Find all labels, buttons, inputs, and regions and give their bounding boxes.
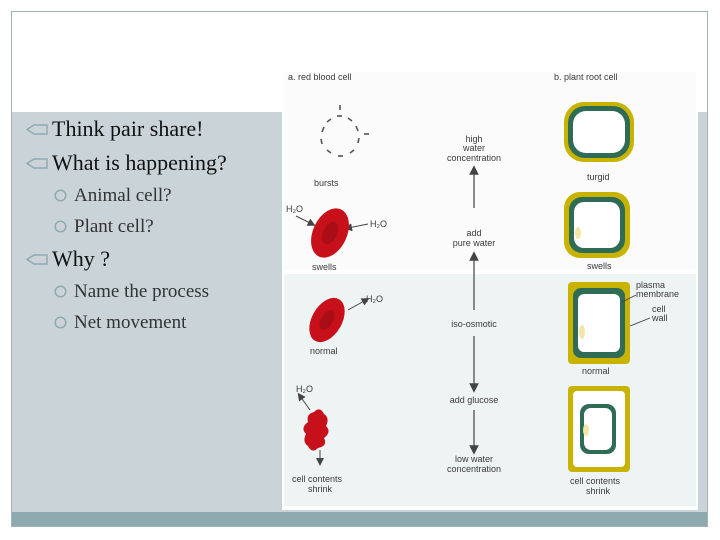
swells-plant-label: swells <box>587 261 612 271</box>
rbc-swollen-center <box>321 221 339 245</box>
plant-vacuole-shrink <box>584 408 612 450</box>
high-label-3: concentration <box>447 153 501 163</box>
iso-label: iso-osmotic <box>451 319 497 329</box>
bullet-item: Why ? <box>22 242 282 276</box>
add-pure-label-1: add <box>466 228 481 238</box>
cellwall-label-1: cell <box>652 304 666 314</box>
swells-rbc-label: swells <box>312 262 337 272</box>
sub-bullet-marker-icon <box>54 220 67 233</box>
plant-vacuole-normal <box>578 294 620 352</box>
shrink-plant-label-2: shrink <box>586 486 611 496</box>
sub-bullet-marker-icon <box>54 189 67 202</box>
shrink-rbc-label-1: cell contents <box>292 474 343 484</box>
h2o-arrow-in-2 <box>344 223 369 232</box>
plant-vacuole-swells <box>574 202 620 248</box>
h2o-label-3: H₂O <box>366 294 383 304</box>
bullet-text: Think pair share! <box>52 116 204 141</box>
h2o-arrow-out-1 <box>347 298 370 311</box>
bursts-label: bursts <box>314 178 339 188</box>
add-glucose-label: add glucose <box>450 395 499 405</box>
bullet-text: What is happening? <box>52 150 227 175</box>
add-pure-label-2: pure water <box>453 238 496 248</box>
sub-bullet-text: Animal cell? <box>74 185 172 206</box>
sub-bullet-item: Plant cell? <box>22 211 282 242</box>
slide-frame <box>11 11 708 527</box>
sub-bullet-item: Name the process <box>22 276 282 307</box>
turgid-label: turgid <box>587 172 610 182</box>
h2o-arrow-out-2 <box>297 392 311 411</box>
shrink-plant-label-1: cell contents <box>570 476 621 486</box>
cellwall-label-2: wall <box>651 313 668 323</box>
rbc-normal-center <box>319 310 335 330</box>
plant-vacuole-turgid <box>573 111 625 153</box>
shrink-rbc-label-2: shrink <box>308 484 333 494</box>
h2o-label-4: H₂O <box>296 384 313 394</box>
high-label-2: water <box>462 143 485 153</box>
high-label-1: high <box>465 134 482 144</box>
h2o-label-1: H₂O <box>286 204 303 214</box>
bullet-marker-icon <box>26 254 48 265</box>
sub-bullet-item: Net movement <box>22 307 282 338</box>
sub-bullet-marker-icon <box>54 316 67 329</box>
plasma-label-1: plasma <box>636 280 665 290</box>
normal-rbc-label: normal <box>310 346 338 356</box>
rbc-shrunken <box>303 409 329 451</box>
plant-nucleus-shrink <box>583 424 589 436</box>
sub-bullet-text: Net movement <box>74 312 187 333</box>
bullet-list: Think pair share! What is happening? Ani… <box>22 112 282 338</box>
sub-bullet-marker-icon <box>54 285 67 298</box>
cellwall-pointer <box>629 317 651 327</box>
low-label-2: concentration <box>447 464 501 474</box>
plasma-label-2: membrane <box>636 289 679 299</box>
sub-bullet-item: Animal cell? <box>22 180 282 211</box>
sub-bullet-text: Name the process <box>74 281 210 302</box>
osmosis-figure: a. red blood cell b. plant root cell hig… <box>282 70 698 510</box>
bullet-item: What is happening? <box>22 146 282 180</box>
plasma-pointer <box>621 294 637 303</box>
h2o-arrow-in-1 <box>295 215 316 226</box>
bullet-text: Why ? <box>52 246 111 271</box>
sub-bullet-text: Plant cell? <box>74 216 154 237</box>
plant-nucleus-normal <box>579 325 585 339</box>
plant-nucleus-swells <box>575 227 581 239</box>
bullet-marker-icon <box>26 158 48 169</box>
h2o-label-2: H₂O <box>370 219 387 229</box>
panel-b-title: b. plant root cell <box>554 72 618 82</box>
normal-plant-label: normal <box>582 366 610 376</box>
panel-a-title: a. red blood cell <box>288 72 352 82</box>
footer-band <box>12 512 707 526</box>
rbc-burst-drawing <box>320 105 369 157</box>
low-label-1: low water <box>455 454 493 464</box>
bullet-marker-icon <box>26 124 48 135</box>
bullet-item: Think pair share! <box>22 112 282 146</box>
